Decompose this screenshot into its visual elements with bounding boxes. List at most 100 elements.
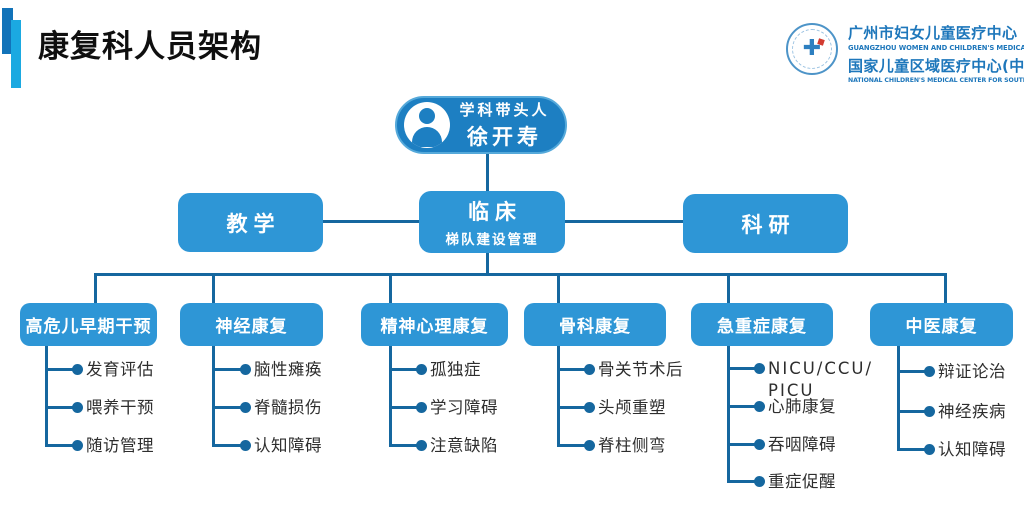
bullet-icon: [584, 402, 595, 413]
person-icon: [419, 108, 435, 124]
connector-branch-2-1: [212, 368, 246, 371]
connector-spine-4: [557, 346, 560, 447]
hospital-logo-ring: ✚: [792, 29, 832, 69]
bullet-icon: [240, 364, 251, 375]
connector-branch-6-3: [897, 448, 930, 451]
column-header-2: 神经康复: [180, 303, 323, 346]
bullet-icon: [924, 406, 935, 417]
bullet-icon: [416, 402, 427, 413]
leaf-item: 吞咽障碍: [768, 435, 836, 454]
connector-spine-5: [727, 346, 730, 482]
title-accent-bar-dark: [2, 8, 13, 54]
node-clinical-label: 临床: [468, 200, 522, 224]
bullet-icon: [754, 401, 765, 412]
connector-drop-4: [557, 275, 560, 304]
bullet-icon: [72, 440, 83, 451]
bullet-icon: [924, 444, 935, 455]
avatar: [404, 102, 450, 148]
leaf-item: 骨关节术后: [598, 360, 683, 379]
column-header-3: 精神心理康复: [361, 303, 508, 346]
leaf-item: 神经疾病: [938, 402, 1006, 421]
bullet-icon: [754, 363, 765, 374]
connector-spine-2: [212, 346, 215, 447]
connector-branch-1-2: [45, 406, 78, 409]
leaf-item: 随访管理: [86, 436, 154, 455]
bullet-icon: [754, 476, 765, 487]
leaf-item: 认知障碍: [254, 436, 322, 455]
node-research-label: 科研: [741, 212, 796, 237]
bullet-icon: [72, 364, 83, 375]
leaf-item: 孤独症: [430, 360, 481, 379]
connector-branch-3-2: [389, 406, 422, 409]
connector-spine-6: [897, 346, 900, 451]
leaf-item: 脊柱侧弯: [598, 436, 666, 455]
leaf-item: 认知障碍: [938, 440, 1006, 459]
connector-branch-5-2: [727, 405, 760, 408]
bullet-icon: [416, 440, 427, 451]
bullet-icon: [584, 440, 595, 451]
connector-branch-2-2: [212, 406, 246, 409]
column-header-5: 急重症康复: [691, 303, 833, 346]
person-icon-body: [412, 127, 442, 147]
title-accent-bar-light: [11, 20, 21, 88]
connector-drop-1: [94, 275, 97, 304]
node-teaching-label: 教学: [226, 211, 281, 236]
leader-text: 学科带头人 徐开寿: [450, 99, 565, 151]
connector-branch-1-1: [45, 368, 78, 371]
node-research: 科研: [683, 194, 848, 253]
connector-branch-5-3: [727, 443, 760, 446]
hospital-name-block: 广州市妇女儿童医疗中心 GUANGZHOU WOMEN AND CHILDREN…: [848, 22, 1024, 84]
leader-role: 学科带头人: [459, 101, 550, 119]
leaf-item: 喂养干预: [86, 398, 154, 417]
leaf-item: 学习障碍: [430, 398, 498, 417]
leaf-item: NICU/CCU/ PICU: [768, 359, 874, 400]
connector-branch-4-2: [557, 406, 590, 409]
connector-branch-6-2: [897, 410, 930, 413]
bullet-icon: [240, 402, 251, 413]
leaf-item: 重症促醒: [768, 472, 836, 491]
leaf-item: 脊髓损伤: [254, 398, 322, 417]
leader-name: 徐开寿: [467, 125, 542, 149]
connector-branch-2-3: [212, 444, 246, 447]
node-clinical-sublabel: 梯队建设管理: [445, 232, 539, 248]
column-header-4: 骨科康复: [524, 303, 666, 346]
leaf-item: 辩证论治: [938, 362, 1006, 381]
connector-branch-1-3: [45, 444, 78, 447]
bullet-icon: [584, 364, 595, 375]
leader-node: 学科带头人 徐开寿: [395, 96, 567, 154]
connector-leader-clinical: [486, 154, 489, 192]
bullet-icon: [754, 439, 765, 450]
column-header-6: 中医康复: [870, 303, 1013, 346]
connector-spine-3: [389, 346, 392, 447]
leaf-item: 脑性瘫痪: [254, 360, 322, 379]
hospital-name-en: GUANGZHOU WOMEN AND CHILDREN'S MEDICAL C…: [848, 44, 1024, 52]
connector-drop-5: [727, 275, 730, 304]
connector-drop-6: [944, 275, 947, 304]
page-title: 康复科人员架构: [38, 29, 262, 65]
connector-drop-2: [212, 275, 215, 304]
connector-spine-1: [45, 346, 48, 447]
connector-branch-5-1: [727, 367, 760, 370]
column-header-1: 高危儿早期干预: [20, 303, 157, 346]
connector-clinical-research: [565, 220, 683, 223]
connector-branch-6-1: [897, 370, 930, 373]
connector-teaching-clinical: [323, 220, 419, 223]
connector-drop-3: [389, 275, 392, 304]
node-teaching: 教学: [178, 193, 323, 252]
bullet-icon: [72, 402, 83, 413]
hospital-name-cn: 广州市妇女儿童医疗中心: [848, 24, 1018, 42]
connector-bus: [94, 273, 947, 276]
node-clinical: 临床 梯队建设管理: [419, 191, 565, 253]
leaf-item: 心肺康复: [768, 397, 836, 416]
bullet-icon: [240, 440, 251, 451]
leaf-item: 头颅重塑: [598, 398, 666, 417]
leaf-item: 发育评估: [86, 360, 154, 379]
connector-branch-5-4: [727, 480, 760, 483]
connector-branch-3-1: [389, 368, 422, 371]
bullet-icon: [416, 364, 427, 375]
hospital-subname-en: NATIONAL CHILDREN'S MEDICAL CENTER FOR S…: [848, 77, 1024, 84]
medical-cross-icon: ✚: [802, 36, 822, 61]
hospital-logo: ✚: [786, 23, 838, 75]
bullet-icon: [924, 366, 935, 377]
